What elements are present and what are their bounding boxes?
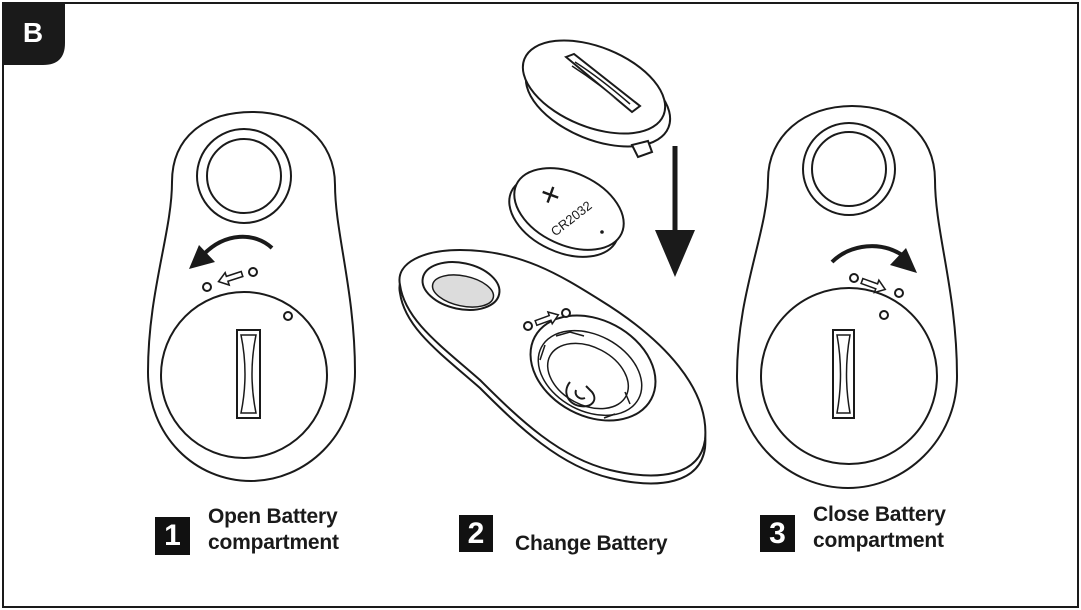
battery-top-face: [513, 167, 625, 251]
step-caption-2: Change Battery: [515, 531, 668, 557]
cover-slot-inner: [836, 334, 851, 414]
step-number-2: 2: [459, 515, 493, 552]
unlock-dot: [561, 308, 571, 318]
step-number-1: 1: [155, 517, 190, 555]
change-battery-illustration: + CR2032: [398, 39, 707, 485]
step-number-3: 3: [760, 515, 795, 552]
removed-battery-cover: [521, 39, 672, 159]
step-caption-1: Open Battery compartment: [208, 504, 339, 556]
insert-direction-arrowhead: [655, 230, 695, 277]
cover-slot-inner: [571, 61, 631, 108]
keyring-hole-inner: [431, 274, 495, 308]
lock-dot: [523, 321, 533, 331]
unlock-dot: [849, 273, 859, 283]
keyring-hole-inner: [811, 131, 887, 207]
battery-contact-spring: [565, 381, 596, 408]
step-caption-line: Open Battery: [208, 505, 338, 528]
tracker-open-illustration: [146, 110, 357, 483]
step-caption-line: compartment: [813, 529, 944, 552]
figure-tab-label: B: [22, 17, 44, 48]
open-tracker: [398, 248, 707, 485]
counterclockwise-arrow-icon: [201, 234, 274, 257]
step-caption-line: Change Battery: [515, 532, 668, 555]
keyring-hole-inner: [206, 138, 282, 214]
clockwise-arrow-icon: [830, 244, 907, 264]
step-caption-3: Close Battery compartment: [813, 502, 946, 554]
step-caption-line: compartment: [208, 531, 339, 554]
coin-battery: + CR2032: [508, 167, 625, 258]
step-caption-line: Close Battery: [813, 503, 946, 526]
lock-dot: [248, 267, 258, 277]
clockwise-arrowhead: [890, 248, 917, 273]
cover-marker-dot: [283, 311, 293, 321]
figure-tab: [3, 3, 65, 65]
counterclockwise-arrowhead: [189, 245, 215, 269]
tracker-close-illustration: [735, 104, 959, 490]
cover-slot-inner: [240, 334, 257, 414]
cover-tab: [630, 139, 654, 159]
lock-dot: [894, 288, 904, 298]
compartment-detail: [539, 331, 631, 419]
cover-marker-dot: [879, 310, 889, 320]
battery-dot: [600, 230, 604, 234]
unlock-dot: [202, 282, 212, 292]
